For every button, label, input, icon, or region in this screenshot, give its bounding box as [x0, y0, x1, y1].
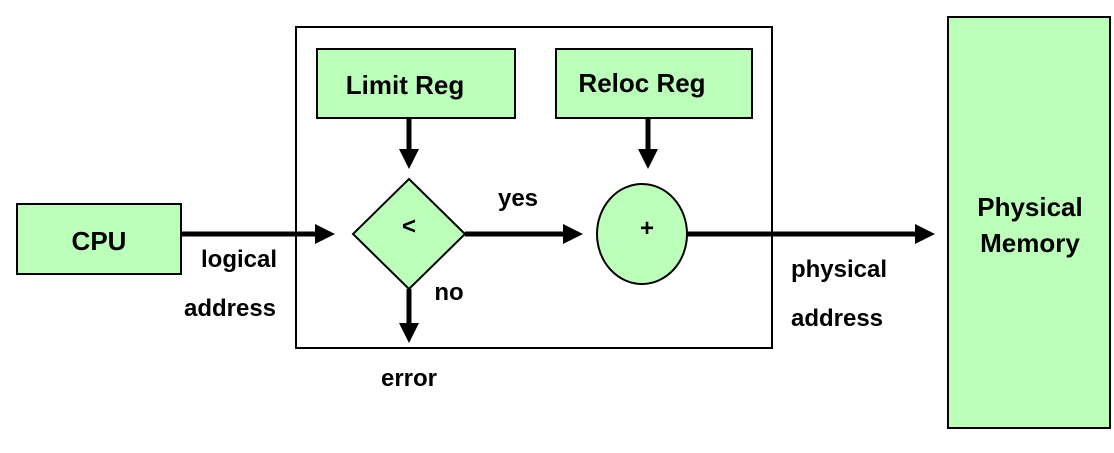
- physical-memory-label-line1: Physical: [977, 192, 1083, 222]
- limit-reg-label: Limit Reg: [346, 70, 464, 100]
- reloc-reg-box: [555, 48, 753, 119]
- limit-reg-box: [316, 48, 516, 119]
- adder-symbol: +: [640, 215, 654, 242]
- yes-label: yes: [498, 185, 538, 212]
- error-label: error: [381, 365, 437, 392]
- no-label: no: [434, 279, 463, 306]
- cpu-box: [16, 203, 182, 275]
- physical-address-label-line2: address: [791, 305, 883, 332]
- physical-memory-label-line2: Memory: [980, 228, 1080, 258]
- cpu-label: CPU: [72, 226, 127, 256]
- physical-address-label-line1: physical: [791, 256, 887, 283]
- reloc-reg-label: Reloc Reg: [578, 68, 705, 98]
- physical-memory-box: [947, 16, 1111, 429]
- logical-address-label-line1: logical: [201, 246, 277, 273]
- logical-address-label-line2: address: [184, 295, 276, 322]
- compare-symbol: <: [402, 213, 416, 240]
